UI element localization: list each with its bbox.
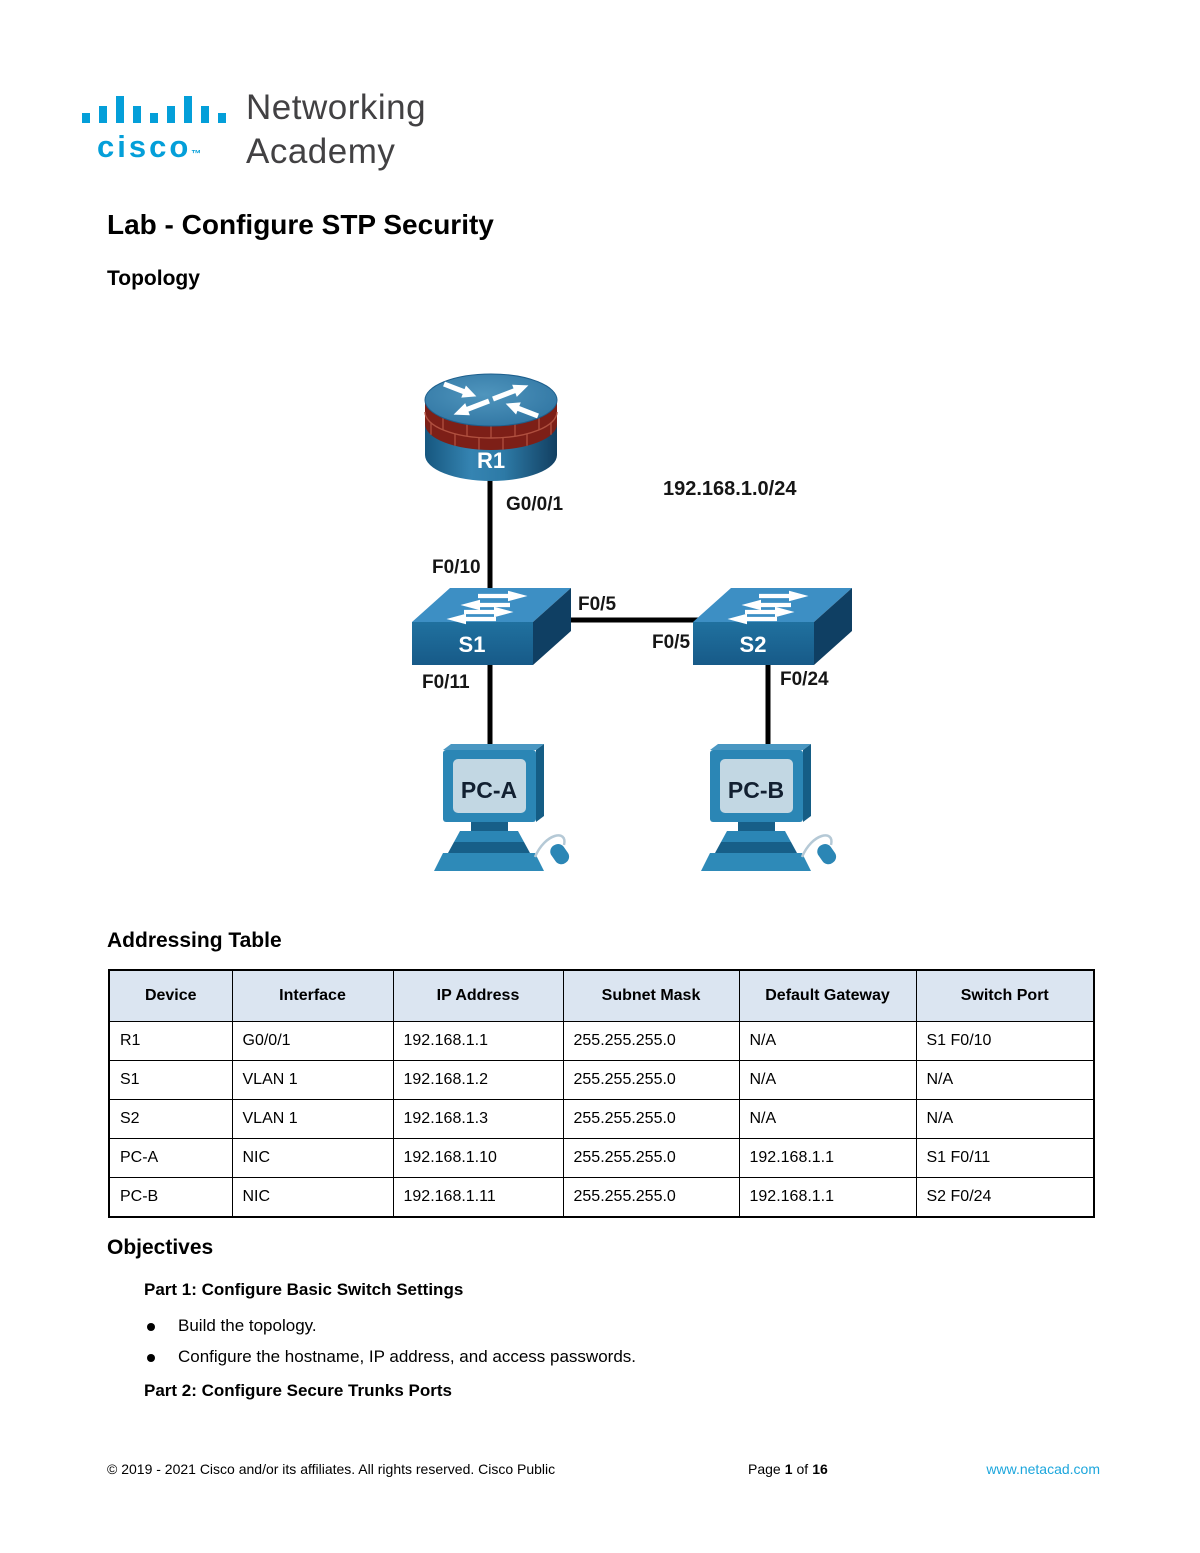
topology-diagram: R1 S1 S2 PC-A PC-B G0/0/1 192.168.1.0/24… xyxy=(340,373,900,873)
label-network: 192.168.1.0/24 xyxy=(663,478,797,500)
router-icon: R1 xyxy=(424,373,558,481)
col-header-interface: Interface xyxy=(231,969,394,1022)
s2-name-label: S2 xyxy=(740,632,767,657)
bullet-icon xyxy=(147,1354,155,1362)
cell: N/A xyxy=(738,1060,917,1100)
netacad-link[interactable]: www.netacad.com xyxy=(986,1461,1100,1477)
pc-a-icon: PC-A xyxy=(432,742,574,873)
label-s2-access: F0/24 xyxy=(780,669,829,690)
switch-s2-icon: S2 xyxy=(693,588,852,665)
label-s1-trunk: F0/5 xyxy=(578,594,616,615)
label-s2-trunk: F0/5 xyxy=(652,632,690,653)
addressing-table: Device Interface IP Address Subnet Mask … xyxy=(108,969,1095,1218)
cell: VLAN 1 xyxy=(231,1060,394,1100)
label-s1-uplink: F0/10 xyxy=(432,557,481,578)
cell: NIC xyxy=(231,1177,394,1218)
pc-b-icon: PC-B xyxy=(699,742,841,873)
cell: R1 xyxy=(108,1021,233,1061)
cell: PC-A xyxy=(108,1138,233,1178)
label-s1-access: F0/11 xyxy=(422,672,470,693)
cisco-logo-icon xyxy=(82,95,226,123)
cell: 255.255.255.0 xyxy=(562,1177,740,1218)
cell: N/A xyxy=(738,1099,917,1139)
cell: S1 xyxy=(108,1060,233,1100)
cell: PC-B xyxy=(108,1177,233,1218)
col-header-gateway: Default Gateway xyxy=(738,969,917,1022)
cell: 255.255.255.0 xyxy=(562,1138,740,1178)
objective-bullet: Build the topology. xyxy=(178,1316,317,1335)
footer-copyright: © 2019 - 2021 Cisco and/or its affiliate… xyxy=(107,1461,556,1477)
col-header-mask: Subnet Mask xyxy=(562,969,740,1022)
table-row: R1 G0/0/1 192.168.1.1 255.255.255.0 N/A … xyxy=(108,1021,1095,1061)
cell: 192.168.1.1 xyxy=(392,1021,564,1061)
bullet-icon xyxy=(147,1323,155,1331)
cell: N/A xyxy=(915,1099,1095,1139)
addressing-heading: Addressing Table xyxy=(107,929,282,952)
cell: N/A xyxy=(915,1060,1095,1100)
col-header-device: Device xyxy=(108,969,233,1022)
cell: S1 F0/10 xyxy=(915,1021,1095,1061)
cell: 192.168.1.2 xyxy=(392,1060,564,1100)
cell: 255.255.255.0 xyxy=(562,1060,740,1100)
cell: NIC xyxy=(231,1138,394,1178)
label-router-port: G0/0/1 xyxy=(506,494,563,515)
trademark-symbol: ™ xyxy=(191,149,202,160)
footer-of-word: of xyxy=(796,1461,809,1477)
table-row: PC-A NIC 192.168.1.10 255.255.255.0 192.… xyxy=(108,1138,1095,1178)
col-header-ip: IP Address xyxy=(392,969,564,1022)
firewall-brick-band xyxy=(425,400,557,450)
cell: 192.168.1.10 xyxy=(392,1138,564,1178)
pcb-name-label: PC-B xyxy=(728,777,784,803)
cisco-wordmark: cisco™ xyxy=(97,129,201,165)
cell: VLAN 1 xyxy=(231,1099,394,1139)
footer-page-total: 16 xyxy=(812,1461,828,1477)
footer-page-number: 1 xyxy=(784,1461,793,1477)
cell: 192.168.1.11 xyxy=(392,1177,564,1218)
cell: 192.168.1.3 xyxy=(392,1099,564,1139)
objectives-heading: Objectives xyxy=(107,1236,214,1259)
footer-page-word: Page xyxy=(748,1461,781,1477)
cell: 255.255.255.0 xyxy=(562,1021,740,1061)
topology-heading: Topology xyxy=(107,267,200,290)
table-row: S2 VLAN 1 192.168.1.3 255.255.255.0 N/A … xyxy=(108,1099,1095,1139)
cell: 255.255.255.0 xyxy=(562,1099,740,1139)
cell: 192.168.1.1 xyxy=(738,1138,917,1178)
table-row: S1 VLAN 1 192.168.1.2 255.255.255.0 N/A … xyxy=(108,1060,1095,1100)
table-header-row: Device Interface IP Address Subnet Mask … xyxy=(108,969,1095,1022)
col-header-switchport: Switch Port xyxy=(915,969,1095,1022)
cell: G0/0/1 xyxy=(231,1021,394,1061)
page-title: Lab - Configure STP Security xyxy=(107,209,494,240)
objectives-part2: Part 2: Configure Secure Trunks Ports xyxy=(144,1381,452,1400)
cell: 192.168.1.1 xyxy=(738,1177,917,1218)
objectives-part1: Part 1: Configure Basic Switch Settings xyxy=(144,1280,464,1299)
program-line-1: Networking xyxy=(246,88,427,127)
pca-name-label: PC-A xyxy=(461,777,517,803)
table-row: PC-B NIC 192.168.1.11 255.255.255.0 192.… xyxy=(108,1177,1095,1218)
cell: S2 xyxy=(108,1099,233,1139)
router-name-label: R1 xyxy=(477,448,505,473)
cell: N/A xyxy=(738,1021,917,1061)
switch-s1-icon: S1 xyxy=(412,588,571,665)
objective-bullet: Configure the hostname, IP address, and … xyxy=(178,1347,636,1366)
program-line-2: Academy xyxy=(246,132,396,171)
s1-name-label: S1 xyxy=(459,632,486,657)
program-name: Networking Academy xyxy=(246,86,426,174)
cell: S1 F0/11 xyxy=(915,1138,1095,1178)
cell: S2 F0/24 xyxy=(915,1177,1095,1218)
cisco-brand-text: cisco xyxy=(97,129,192,164)
